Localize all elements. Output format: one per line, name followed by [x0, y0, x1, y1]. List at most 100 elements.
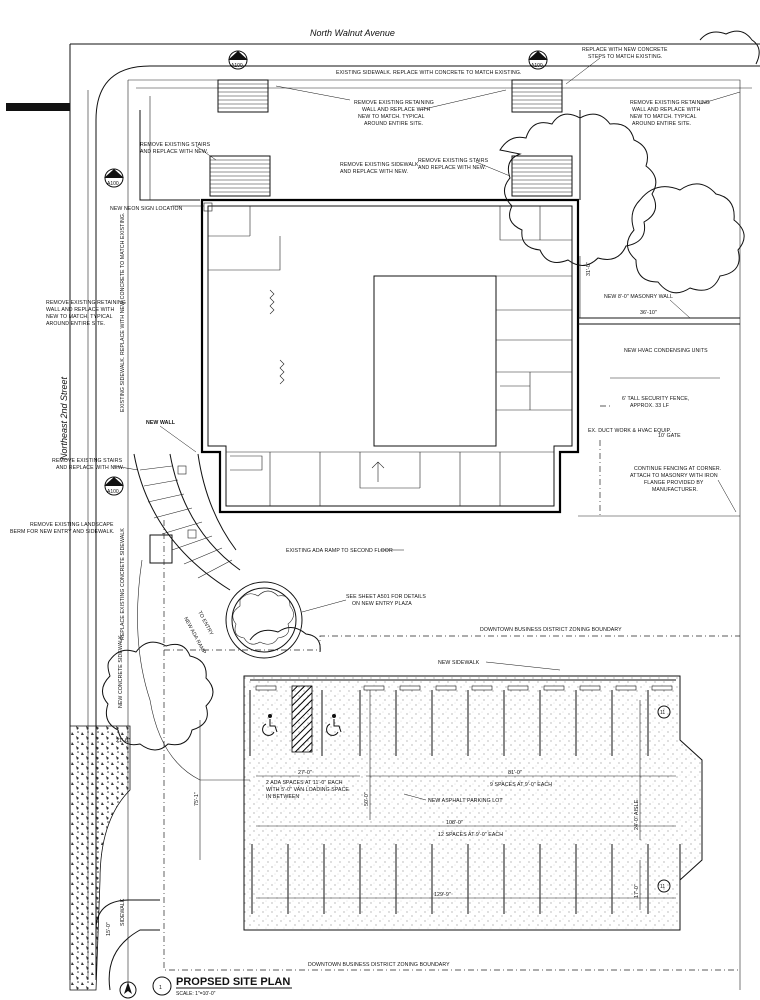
svg-text:REPLACE WITH NEW CONCRETE: REPLACE WITH NEW CONCRETE	[582, 47, 668, 53]
dimension-lines	[256, 775, 676, 899]
svg-text:ATTACH TO MASONRY WITH IRON: ATTACH TO MASONRY WITH IRON	[630, 473, 718, 479]
svg-text:11: 11	[660, 884, 665, 890]
retaining-wall	[139, 110, 581, 201]
dimension-lines	[579, 256, 720, 319]
dim-36: 36'-10"	[640, 310, 657, 316]
svg-text:6: 6	[111, 171, 114, 177]
svg-text:STEPS TO MATCH EXISTING.: STEPS TO MATCH EXISTING.	[588, 54, 662, 60]
section-marker-3[interactable]: 3 A100	[528, 50, 548, 70]
note-new-sidewalk: NEW SIDEWALK	[438, 660, 561, 671]
dim-15: 15'-0"	[106, 922, 112, 936]
dim-129: 129'-9"	[434, 892, 451, 898]
parking-lot	[243, 675, 703, 931]
stairs-lower-right	[511, 155, 573, 197]
note-ada-ramp: EXISTING ADA RAMP TO SECOND FLOOR	[286, 548, 404, 554]
svg-text:REMOVE EXISTING RETAINING: REMOVE EXISTING RETAINING	[354, 100, 434, 106]
fence-line	[599, 405, 610, 516]
dim-75: 75'-1"	[194, 792, 200, 806]
ramp-label-line2: TO ENTRY	[196, 610, 214, 637]
svg-text:REMOVE EXISTING STAIRS: REMOVE EXISTING STAIRS	[52, 458, 123, 464]
accessible-parking-icon	[262, 714, 278, 736]
van-loading-space	[291, 685, 313, 753]
note-zoning-upper: DOWNTOWN BUSINESS DISTRICT ZONING BOUNDA…	[480, 627, 622, 633]
note-remove-retaining-center: REMOVE EXISTING RETAINING WALL AND REPLA…	[275, 85, 507, 127]
svg-text:NEW 8'-0" MASONRY WALL: NEW 8'-0" MASONRY WALL	[604, 294, 673, 300]
svg-text:WITH 5'-0" VAN LOADING SPACE: WITH 5'-0" VAN LOADING SPACE	[266, 787, 349, 793]
note-gate: 10' GATE	[658, 433, 681, 439]
drawing-title-block: 1 PROPSED SITE PLAN SCALE: 1"=10'-0"	[152, 976, 292, 997]
svg-text:REMOVE EXISTING RETAINING: REMOVE EXISTING RETAINING	[46, 300, 126, 306]
svg-text:A100: A100	[107, 181, 119, 187]
tree-canopy-southwest	[102, 627, 321, 751]
drawing-number: 1	[159, 985, 162, 991]
note-remove-sidewalk-mid: REMOVE EXISTING SIDEWALK AND REPLACE WIT…	[340, 162, 419, 175]
note-remove-retaining-left: REMOVE EXISTING RETAINING WALL AND REPLA…	[46, 300, 126, 327]
note-hvac-units: NEW HVAC CONDENSING UNITS	[624, 348, 708, 354]
svg-text:6' TALL SECURITY FENCE,: 6' TALL SECURITY FENCE,	[622, 396, 689, 402]
svg-text:2: 2	[111, 479, 114, 485]
dim-21: 21'-6"	[116, 738, 130, 744]
svg-text:FLANGE PROVIDED BY: FLANGE PROVIDED BY	[644, 480, 704, 486]
svg-text:REMOVE EXISTING LANDSCAPE: REMOVE EXISTING LANDSCAPE	[30, 522, 114, 528]
note-sidewalk-small: SIDEWALK	[120, 898, 126, 926]
svg-text:BERM FOR NEW ENTRY AND SIDEWAL: BERM FOR NEW ENTRY AND SIDEWALK.	[10, 529, 115, 535]
note-existing-sidewalk: EXISTING SIDEWALK. REPLACE WITH CONCRETE…	[336, 70, 522, 76]
dim-50: 50'-0"	[364, 792, 370, 806]
svg-text:IN BETWEEN: IN BETWEEN	[266, 794, 299, 800]
svg-text:NEW TO MATCH. TYPICAL: NEW TO MATCH. TYPICAL	[358, 114, 425, 120]
svg-text:AROUND ENTIRE SITE.: AROUND ENTIRE SITE.	[632, 121, 691, 127]
tree-canopy-east	[499, 30, 760, 294]
note-neon-sign: NEW NEON SIGN LOCATION	[110, 205, 204, 212]
svg-text:A100: A100	[107, 489, 119, 495]
zoning-boundary-lower	[163, 520, 740, 971]
note-spaces-9: 9 SPACES AT 9'-0" EACH	[490, 782, 552, 788]
black-bar	[6, 103, 70, 111]
section-marker-4[interactable]: 4 A100	[228, 50, 248, 70]
dim-31: 31'-0"	[586, 262, 592, 276]
svg-text:NEW WALL: NEW WALL	[146, 420, 176, 426]
north-arrow-icon	[119, 981, 137, 999]
note-zoning-lower: DOWNTOWN BUSINESS DISTRICT ZONING BOUNDA…	[308, 962, 450, 968]
svg-text:A100: A100	[231, 63, 243, 69]
note-remove-stairs-lower: REMOVE EXISTING STAIRS AND REPLACE WITH …	[52, 458, 139, 471]
note-new-wall: NEW WALL	[146, 420, 197, 453]
svg-text:WALL AND REPLACE WITH: WALL AND REPLACE WITH	[46, 307, 114, 313]
dim-108: 108'-0"	[446, 820, 463, 826]
dim-17: 17'-0"	[634, 884, 640, 898]
note-asphalt-lot: NEW ASPHALT PARKING LOT	[403, 793, 503, 804]
note-continue-fencing: CONTINUE FENCING AT CORNER. ATTACH TO MA…	[630, 466, 737, 513]
svg-text:3: 3	[535, 53, 538, 59]
zoning-boundary-upper	[164, 635, 740, 651]
drawing-scale: SCALE: 1"=10'-0"	[176, 991, 216, 997]
masonry-wall	[578, 317, 740, 325]
svg-text:NEW ASPHALT PARKING LOT: NEW ASPHALT PARKING LOT	[428, 798, 503, 804]
svg-text:REMOVE EXISTING STAIRS: REMOVE EXISTING STAIRS	[418, 158, 489, 164]
svg-text:AND REPLACE WITH NEW.: AND REPLACE WITH NEW.	[418, 165, 486, 171]
svg-text:AROUND ENTIRE SITE.: AROUND ENTIRE SITE.	[364, 121, 423, 127]
svg-text:SEE SHEET A501 FOR DETAILS: SEE SHEET A501 FOR DETAILS	[346, 594, 426, 600]
sidewalk-edge	[128, 79, 741, 990]
section-marker-2[interactable]: 2 A100	[104, 476, 124, 496]
stairs-lower-left	[209, 155, 271, 197]
parking-stripes-bottom	[251, 844, 681, 914]
note-vertical-sidewalk-1: EXISTING SIDEWALK. REPLACE WITH NEW CONC…	[120, 212, 126, 412]
section-marker-6[interactable]: 6 A100	[104, 168, 124, 188]
svg-text:ON NEW ENTRY PLAZA: ON NEW ENTRY PLAZA	[352, 601, 412, 607]
svg-text:APPROX. 33 LF: APPROX. 33 LF	[630, 403, 669, 409]
svg-text:2 ADA SPACES AT 11'-0" EACH: 2 ADA SPACES AT 11'-0" EACH	[266, 780, 343, 786]
svg-text:REMOVE EXISTING SIDEWALK: REMOVE EXISTING SIDEWALK	[340, 162, 419, 168]
sidewalk-curve	[108, 929, 160, 991]
north-street-label: North Walnut Avenue	[310, 28, 395, 38]
note-entry-plaza: SEE SHEET A501 FOR DETAILS ON NEW ENTRY …	[301, 594, 426, 613]
entry-plaza	[225, 581, 303, 659]
stairs-north-right	[511, 79, 563, 113]
svg-text:WALL AND REPLACE WITH: WALL AND REPLACE WITH	[362, 107, 430, 113]
dimension-lines	[199, 690, 641, 910]
svg-text:MANUFACTURER.: MANUFACTURER.	[652, 487, 698, 493]
note-ada-spaces: 2 ADA SPACES AT 11'-0" EACH WITH 5'-0" V…	[266, 780, 349, 800]
svg-text:NEW TO MATCH. TYPICAL: NEW TO MATCH. TYPICAL	[46, 314, 113, 320]
svg-text:AND REPLACE WITH NEW.: AND REPLACE WITH NEW.	[56, 465, 124, 471]
landscape-gravel	[69, 725, 131, 991]
svg-text:WALL AND REPLACE WITH: WALL AND REPLACE WITH	[632, 107, 700, 113]
